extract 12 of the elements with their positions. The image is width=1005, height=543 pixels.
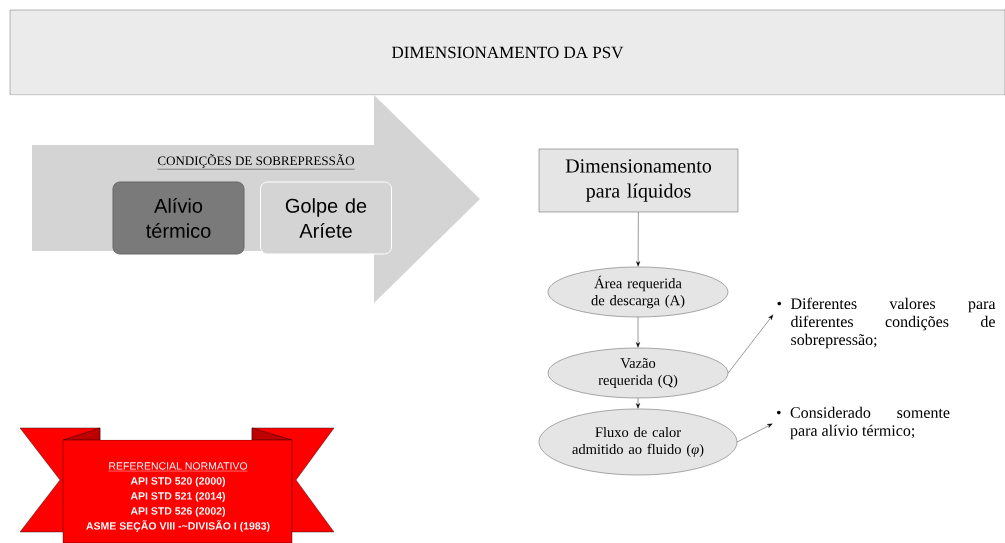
rounded-box: Alívio térmico (112, 181, 245, 255)
rounded-box: Golpe de Aríete (260, 181, 392, 255)
bullet-text: Diferentes valores para diferentes condições de sobrepressão; (790, 297, 996, 349)
process-box: Dimensionamento para líquidos (538, 148, 739, 213)
arrow (728, 314, 774, 374)
ribbon-banner: REFERENCIAL NORMATIVO API STD 520 (2000) API STD 521 (2014) API STD 526 (2002) ASME SEÇÃO VIII -~DIVISÃO I (1983) (19, 427, 335, 543)
title-banner: DIMENSIONAMENTO DA PSV (9, 9, 1005, 96)
bullet-text: Considerado somente para alívio térmico; (790, 406, 950, 440)
arrow (636, 317, 640, 348)
arrow (636, 212, 641, 267)
arrow (636, 398, 640, 409)
arrow (737, 423, 773, 443)
